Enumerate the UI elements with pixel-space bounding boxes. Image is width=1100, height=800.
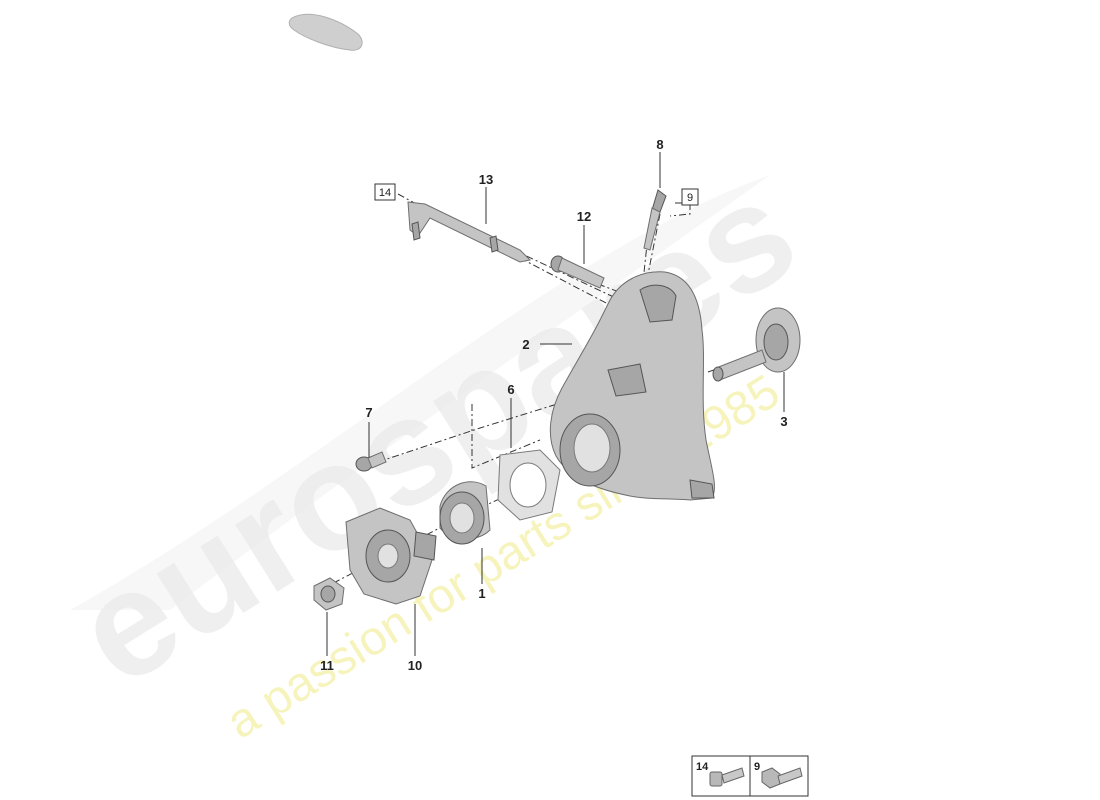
callout-11: 11 <box>320 658 334 673</box>
leader-lines <box>326 152 785 656</box>
boxed-ref-14-label: 14 <box>379 187 391 199</box>
callout-2: 2 <box>522 337 529 352</box>
bolt-part-7 <box>355 451 387 472</box>
steering-knuckle-part <box>549 271 715 501</box>
callout-13: 13 <box>479 172 493 187</box>
bracket-part <box>407 201 532 263</box>
bolt-icon <box>761 767 803 789</box>
bolt-icon <box>709 767 745 787</box>
boxed-ref-9: 9 <box>681 188 699 206</box>
housing-part <box>345 507 437 605</box>
bearing-part <box>439 481 491 545</box>
legend-item-14-label: 14 <box>696 761 709 773</box>
callout-3: 3 <box>780 414 787 429</box>
nut-part <box>313 577 345 611</box>
vehicle-silhouette-icon <box>288 13 363 51</box>
callout-12: 12 <box>577 209 591 224</box>
callouts: 1 2 3 6 7 8 10 11 12 13 <box>320 137 787 673</box>
gasket-part <box>497 449 561 521</box>
callout-8: 8 <box>656 137 663 152</box>
sensor-part <box>643 189 667 251</box>
boxed-ref-9-label: 9 <box>687 192 693 204</box>
legend-item-9-label: 9 <box>754 761 760 773</box>
callout-7: 7 <box>365 405 372 420</box>
legend-box: 14 9 <box>691 755 809 797</box>
callout-6: 6 <box>507 382 514 397</box>
bolt-part-12 <box>550 255 605 289</box>
callout-1: 1 <box>478 586 485 601</box>
boxed-ref-14: 14 <box>374 183 396 201</box>
callout-10: 10 <box>408 658 422 673</box>
hub-part <box>712 307 801 382</box>
